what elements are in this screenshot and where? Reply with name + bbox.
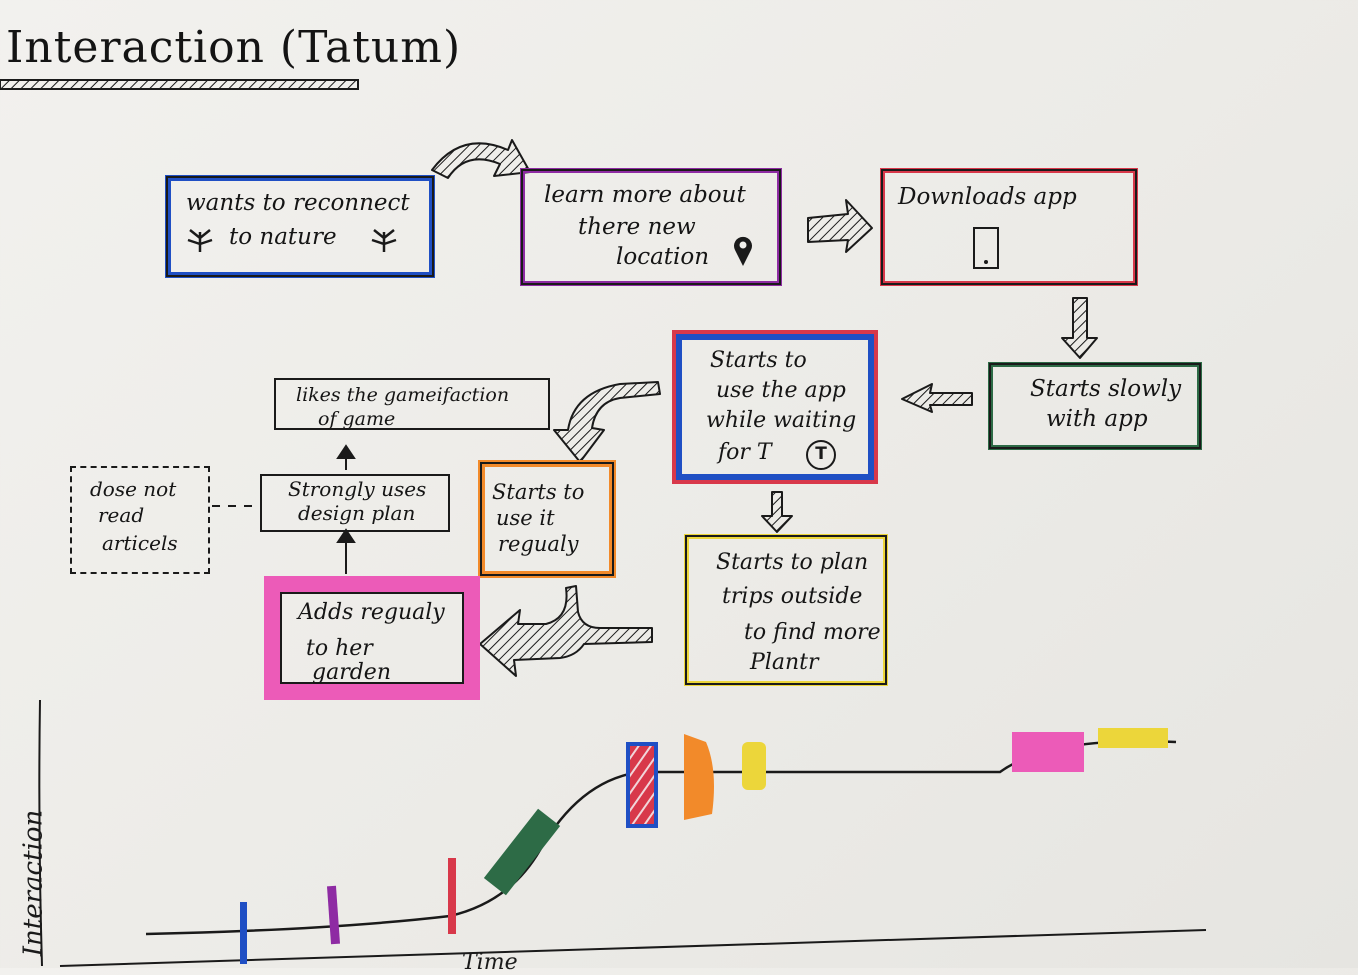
gamification-line2: of game [318, 408, 396, 430]
page-title: Interaction (Tatum) [6, 22, 462, 73]
plant-icon-2 [371, 229, 397, 252]
step-waiting-line1: Starts to [710, 348, 807, 373]
marker-yellow-end [1098, 728, 1168, 748]
y-axis-label: Interaction [18, 809, 49, 957]
marker-striped [626, 742, 658, 828]
step-reconnect-line2: to nature [229, 224, 337, 250]
step-plan-line4: Plantr [750, 650, 819, 675]
arrow-learn-to-download [807, 199, 873, 253]
arrow-design-to-gamification [336, 444, 356, 470]
arrow-waiting-to-regularly [553, 381, 661, 463]
step-waiting-line2: use the app [716, 378, 846, 403]
step-learn-line1: learn more about [544, 182, 746, 208]
step-reconnect-line1: wants to reconnect [186, 190, 410, 216]
gamification-box [274, 378, 550, 430]
no-articles-line3: articels [102, 531, 178, 555]
step-waiting-line3: while waiting [706, 408, 857, 433]
step-garden-line2: to her [306, 636, 373, 661]
x-axis-label: Time [462, 950, 518, 975]
t-badge-label: T [815, 444, 827, 464]
marker-pink [1012, 732, 1084, 772]
step-learn-box [520, 168, 782, 286]
gamification-line1: likes the gameifaction [296, 384, 510, 406]
arrow-garden-to-design [336, 528, 356, 574]
title-underline [0, 79, 359, 90]
arrow-reconnect-to-learn [431, 139, 531, 179]
step-plan-line3: to find more [744, 620, 881, 645]
arrow-to-garden [479, 585, 653, 677]
step-plan-line1: Starts to plan [716, 550, 869, 575]
step-regularly-box [478, 460, 616, 578]
location-pin-icon [734, 236, 752, 266]
step-regularly-line3: regualy [498, 532, 579, 556]
step-waiting-box [672, 330, 878, 484]
phone-icon [973, 227, 999, 269]
step-regularly-line1: Starts to [492, 480, 585, 504]
step-garden-line1: Adds regualy [298, 600, 445, 625]
step-learn-line3: location [616, 244, 710, 270]
design-plan-box [260, 474, 450, 532]
marker-orange [684, 734, 714, 820]
interaction-graph [38, 699, 1207, 967]
step-download-label: Downloads app [898, 184, 1077, 210]
step-plan-line2: trips outside [722, 584, 863, 609]
no-articles-box [70, 466, 210, 574]
step-slowly-line2: with app [1046, 406, 1148, 432]
marker-blue [240, 902, 247, 964]
design-plan-line1: Strongly uses [288, 477, 427, 501]
step-learn-line2: there new [578, 214, 696, 240]
t-badge: T [806, 440, 836, 470]
design-plan-line2: design plan [298, 501, 416, 525]
arrow-slowly-to-waiting [901, 383, 973, 413]
marker-yellow [742, 742, 766, 790]
step-slowly-line1: Starts slowly [1030, 376, 1182, 402]
step-slowly-box [988, 362, 1202, 450]
no-articles-line2: read [98, 503, 145, 527]
no-articles-line1: dose not [90, 477, 177, 501]
step-download-box [880, 168, 1138, 286]
marker-purple [326, 885, 341, 945]
plant-icon [187, 229, 213, 252]
y-axis [38, 699, 43, 967]
arrow-download-to-slowly [1061, 297, 1098, 359]
marker-red [448, 858, 456, 934]
marker-green [483, 808, 561, 896]
step-garden-line3: garden [312, 660, 391, 685]
step-plan-box [684, 534, 888, 686]
step-garden-box [264, 576, 480, 700]
arrow-waiting-to-plan [761, 491, 793, 533]
step-reconnect-box [165, 175, 435, 278]
step-regularly-line2: use it [496, 506, 555, 530]
x-axis [59, 929, 1207, 967]
step-waiting-line4: for T [718, 440, 772, 465]
